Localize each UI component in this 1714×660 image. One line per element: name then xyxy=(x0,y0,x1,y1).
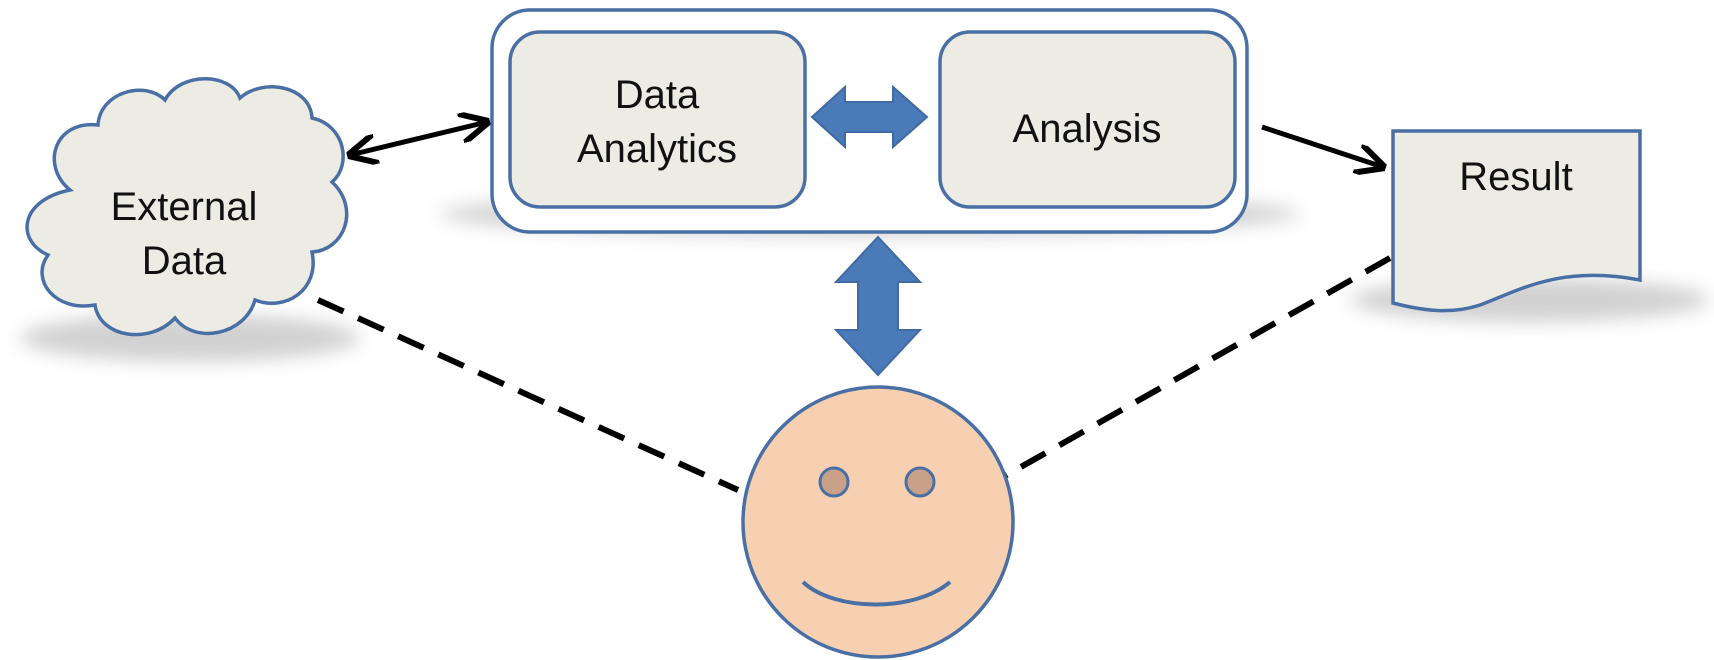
right-eye xyxy=(904,466,936,498)
external-data-label-line1: External xyxy=(111,185,258,229)
dashed-link-result-user xyxy=(1003,255,1392,479)
result-node[interactable]: Result xyxy=(1391,129,1642,313)
block-arrow-horizontal xyxy=(810,84,929,150)
block-arrow-vertical xyxy=(833,235,923,377)
arrow-external-to-analytics xyxy=(350,122,487,155)
data-analytics-label-line2: Analytics xyxy=(577,127,737,171)
result-label: Result xyxy=(1459,155,1572,199)
analysis-label: Analysis xyxy=(1013,107,1162,151)
external-data-node[interactable]: External Data xyxy=(25,77,349,337)
smiley-face-icon xyxy=(741,385,1015,659)
left-eye xyxy=(818,466,850,498)
data-analytics-label-line1: Data xyxy=(615,73,700,117)
document-shape xyxy=(1391,129,1642,313)
analysis-node[interactable]: Analysis xyxy=(938,30,1237,209)
external-data-label-line2: Data xyxy=(142,239,227,283)
data-analytics-node[interactable]: Data Analytics xyxy=(508,30,807,209)
smile xyxy=(801,580,952,607)
arrow-analytics-to-result xyxy=(1261,124,1383,167)
dashed-link-external-user xyxy=(316,297,740,493)
cloud-shape xyxy=(25,77,349,337)
